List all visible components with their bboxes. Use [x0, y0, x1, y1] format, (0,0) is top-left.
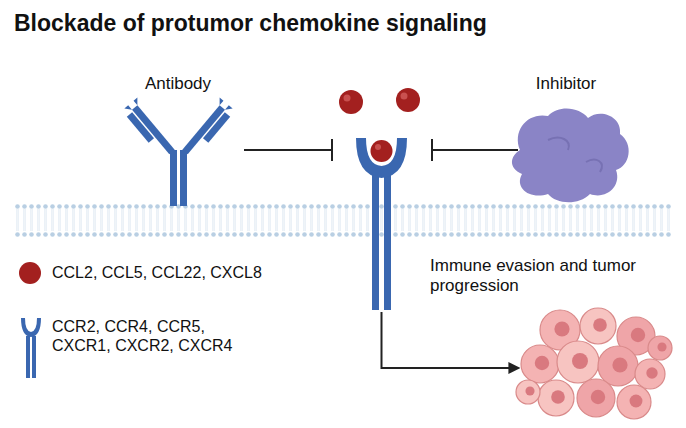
- legend-receptor-icon: [21, 318, 41, 378]
- receptor-icon: [356, 138, 407, 310]
- antibody-icon: [122, 98, 236, 206]
- chemokine-ball: [339, 88, 420, 162]
- signal-arrow: [382, 312, 519, 368]
- inhibitor-icon: [512, 109, 629, 203]
- cell-membrane: [14, 202, 672, 238]
- title: Blockade of protumor chemokine signaling: [14, 10, 487, 38]
- legend-text: CCR2, CCR4, CCR5, CXCR1, CXCR2, CXCR4: [52, 317, 252, 355]
- inhibition-line: [244, 139, 518, 161]
- outcome-label: Immune evasion and tumor progression: [430, 256, 680, 297]
- legend-swatch: [19, 262, 41, 284]
- legend-text: CCL2, CCL5, CCL22, CXCL8: [52, 263, 282, 282]
- icon-label: Antibody: [108, 74, 248, 94]
- tumor-cells: [516, 308, 672, 419]
- icon-label: Inhibitor: [496, 74, 636, 94]
